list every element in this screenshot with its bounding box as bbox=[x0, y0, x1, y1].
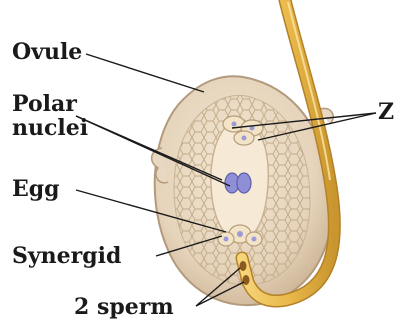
label-synergid: Synergid bbox=[12, 244, 121, 268]
label-z: Z bbox=[378, 100, 394, 124]
label-egg: Egg bbox=[12, 177, 60, 201]
label-polar-line2: nuclei bbox=[12, 116, 122, 140]
label-polar-nuclei: Polar nuclei bbox=[12, 92, 122, 140]
label-sperm: 2 sperm bbox=[74, 295, 174, 319]
label-polar-line1: Polar bbox=[12, 92, 122, 116]
label-ovule: Ovule bbox=[12, 40, 82, 64]
